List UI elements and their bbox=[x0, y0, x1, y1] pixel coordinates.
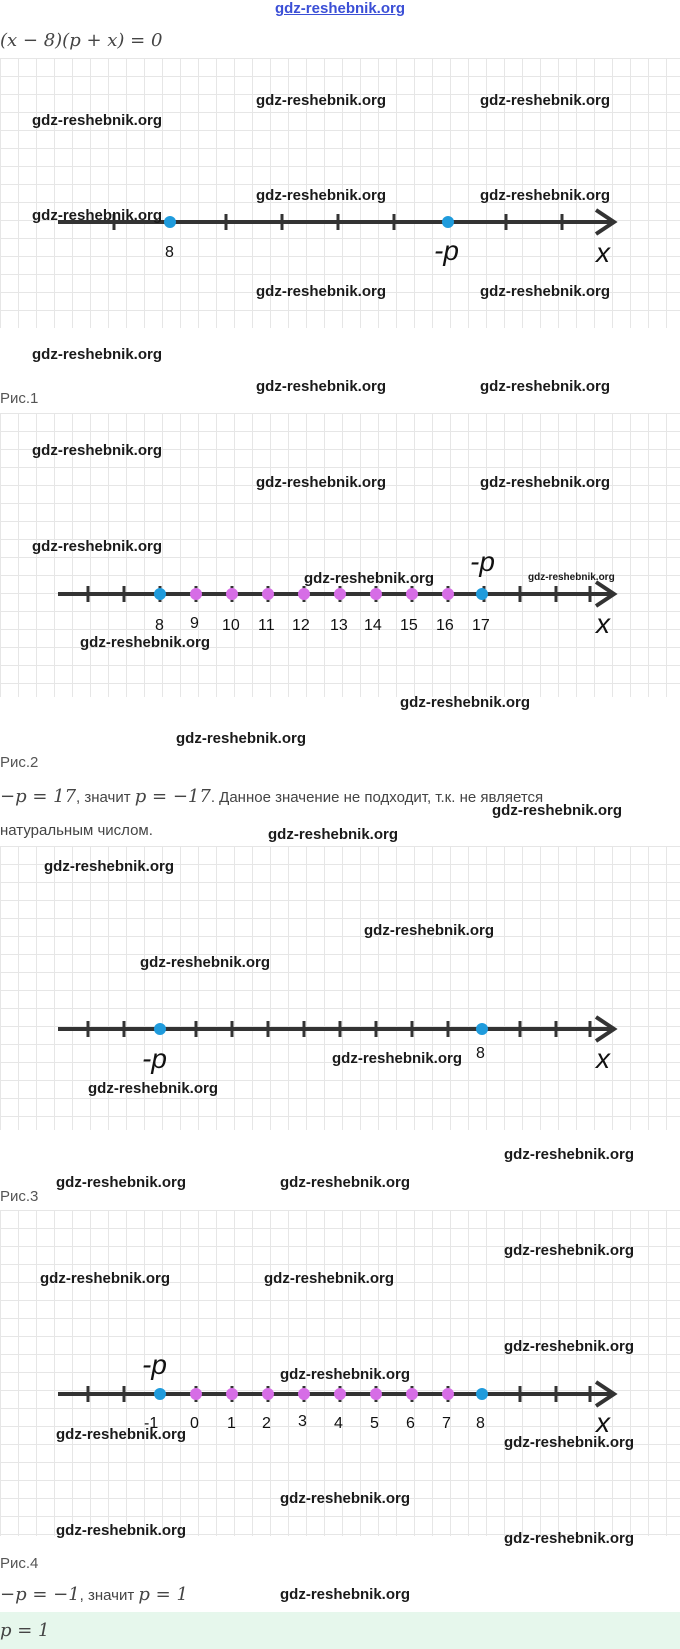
minus-p-label: -p bbox=[142, 1043, 167, 1074]
watermark: gdz-reshebnik.org bbox=[504, 1242, 635, 1259]
tick-label: 8 bbox=[165, 244, 174, 261]
tick-label: 2 bbox=[262, 1415, 271, 1432]
tick-label: 4 bbox=[334, 1415, 343, 1432]
figure-label: Рис.4 bbox=[0, 1555, 39, 1572]
tick-label: 17 bbox=[472, 617, 490, 634]
watermark: gdz-reshebnik.org bbox=[256, 283, 387, 300]
figure-label: Рис.3 bbox=[0, 1188, 39, 1205]
watermark: gdz-reshebnik.org bbox=[280, 1490, 411, 1507]
figure-1-grid: 8 -p x bbox=[0, 58, 680, 328]
watermark: gdz-reshebnik.org bbox=[56, 1426, 187, 1443]
watermark: gdz-reshebnik.org bbox=[280, 1174, 411, 1191]
solution-text-1: −p = 17, значит p = −17. Данное значение… bbox=[0, 786, 543, 807]
watermark: gdz-reshebnik.org bbox=[280, 1586, 411, 1603]
watermark: gdz-reshebnik.org bbox=[32, 442, 163, 459]
answer-box: p = 1 bbox=[0, 1612, 680, 1649]
tick-label: 12 bbox=[292, 617, 310, 634]
tick-label: 10 bbox=[222, 617, 240, 634]
tick-label: 13 bbox=[330, 617, 348, 634]
watermark: gdz-reshebnik.org bbox=[32, 346, 163, 363]
watermark: gdz-reshebnik.org bbox=[56, 1174, 187, 1191]
watermark: gdz-reshebnik.org bbox=[304, 570, 435, 587]
tick-label: 8 bbox=[476, 1415, 485, 1432]
watermark: gdz-reshebnik.org bbox=[256, 378, 387, 395]
point-minus-p bbox=[442, 216, 454, 228]
tick-label: 16 bbox=[436, 617, 454, 634]
top-watermark-link[interactable]: gdz-reshebnik.org bbox=[274, 0, 405, 17]
figure-label: Рис.1 bbox=[0, 390, 39, 407]
minus-p-label: -p bbox=[434, 235, 459, 266]
watermark: gdz-reshebnik.org bbox=[268, 826, 399, 843]
figure-4-number-line: -p -1 0 1 2 3 4 5 6 7 8 x bbox=[58, 1349, 618, 1438]
x-axis-label: x bbox=[594, 1407, 611, 1438]
tick-label: 11 bbox=[258, 617, 275, 634]
tick-label: 14 bbox=[364, 617, 382, 634]
watermark: gdz-reshebnik.org bbox=[80, 634, 211, 651]
point-8 bbox=[164, 216, 176, 228]
tick-label: 1 bbox=[227, 1415, 236, 1432]
x-axis-label: x bbox=[594, 237, 611, 268]
watermark: gdz-reshebnik.org bbox=[140, 954, 271, 971]
watermark: gdz-reshebnik.org bbox=[364, 922, 495, 939]
solution-text-3: −p = −1, значит p = 1 bbox=[0, 1584, 188, 1605]
eq-minus-p-minus-1: −p = −1 bbox=[0, 1584, 80, 1605]
watermark: gdz-reshebnik.org bbox=[504, 1530, 635, 1547]
text-tail: . Данное значение не подходит, т.к. не я… bbox=[210, 789, 544, 806]
text-mid: , значит bbox=[76, 789, 135, 806]
watermark: gdz-reshebnik.org bbox=[256, 474, 387, 491]
x-axis-label: x bbox=[594, 608, 611, 639]
watermark: gdz-reshebnik.org bbox=[492, 802, 623, 819]
watermark: gdz-reshebnik.org bbox=[44, 858, 175, 875]
watermark: gdz-reshebnik.org bbox=[480, 378, 611, 395]
watermark: gdz-reshebnik.org bbox=[264, 1270, 395, 1287]
watermark: gdz-reshebnik.org bbox=[32, 112, 163, 129]
watermark: gdz-reshebnik.org bbox=[480, 474, 611, 491]
tick-label: 8 bbox=[476, 1045, 485, 1062]
tick-label: 0 bbox=[190, 1415, 199, 1432]
tick-label: 7 bbox=[442, 1415, 451, 1432]
minus-p-label: -p bbox=[142, 1349, 167, 1380]
watermark: gdz-reshebnik.org bbox=[480, 283, 611, 300]
watermark: gdz-reshebnik.org bbox=[280, 1366, 411, 1383]
answer-value: p = 1 bbox=[0, 1620, 50, 1641]
eq-minus-p-17: −p = 17 bbox=[0, 786, 77, 807]
x-axis-label: x bbox=[594, 1043, 611, 1074]
watermark: gdz-reshebnik.org bbox=[56, 1522, 187, 1539]
figure-label: Рис.2 bbox=[0, 754, 39, 771]
watermark: gdz-reshebnik.org bbox=[400, 694, 531, 711]
watermark: gdz-reshebnik.org bbox=[256, 187, 387, 204]
watermark: gdz-reshebnik.org bbox=[480, 92, 611, 109]
tick-label: 6 bbox=[406, 1415, 415, 1432]
figure-4-grid: -p -1 0 1 2 3 4 5 6 7 8 x bbox=[0, 1210, 680, 1536]
tick-label: -1 bbox=[144, 1415, 158, 1432]
figure-3-grid: -p 8 x bbox=[0, 846, 680, 1130]
watermark: gdz-reshebnik.org bbox=[176, 730, 307, 747]
figure-3-number-line: -p 8 x bbox=[58, 1015, 618, 1074]
tick-label: 8 bbox=[155, 617, 164, 634]
eq-p-1: p = 1 bbox=[138, 1584, 188, 1605]
tick-label: 9 bbox=[190, 615, 199, 632]
watermark: gdz-reshebnik.org bbox=[480, 187, 611, 204]
watermark: gdz-reshebnik.org bbox=[332, 1050, 463, 1067]
watermark: gdz-reshebnik.org bbox=[504, 1146, 635, 1163]
watermark: gdz-reshebnik.org bbox=[528, 572, 615, 583]
tick-label: 15 bbox=[400, 617, 418, 634]
minus-p-label: -p bbox=[470, 546, 495, 577]
figure-2-number-line: 8 9 10 11 12 13 14 15 16 17 -p x bbox=[58, 546, 618, 639]
solution-text-2: натуральным числом. bbox=[0, 822, 153, 839]
tick-label: 3 bbox=[298, 1413, 307, 1430]
watermark: gdz-reshebnik.org bbox=[504, 1434, 635, 1451]
watermark: gdz-reshebnik.org bbox=[88, 1080, 219, 1097]
eq-p-minus-17: p = −17 bbox=[134, 786, 211, 807]
watermark: gdz-reshebnik.org bbox=[32, 538, 163, 555]
figure-2-grid: 8 9 10 11 12 13 14 15 16 17 -p x bbox=[0, 413, 680, 697]
figure-1-number-line: 8 -p x bbox=[58, 208, 618, 268]
watermark: gdz-reshebnik.org bbox=[504, 1338, 635, 1355]
text-mid: , значит bbox=[79, 1587, 139, 1604]
equation: (x − 8)(p + x) = 0 bbox=[0, 30, 163, 51]
tick-label: 5 bbox=[370, 1415, 379, 1432]
watermark: gdz-reshebnik.org bbox=[32, 207, 163, 224]
watermark: gdz-reshebnik.org bbox=[256, 92, 387, 109]
watermark: gdz-reshebnik.org bbox=[40, 1270, 171, 1287]
